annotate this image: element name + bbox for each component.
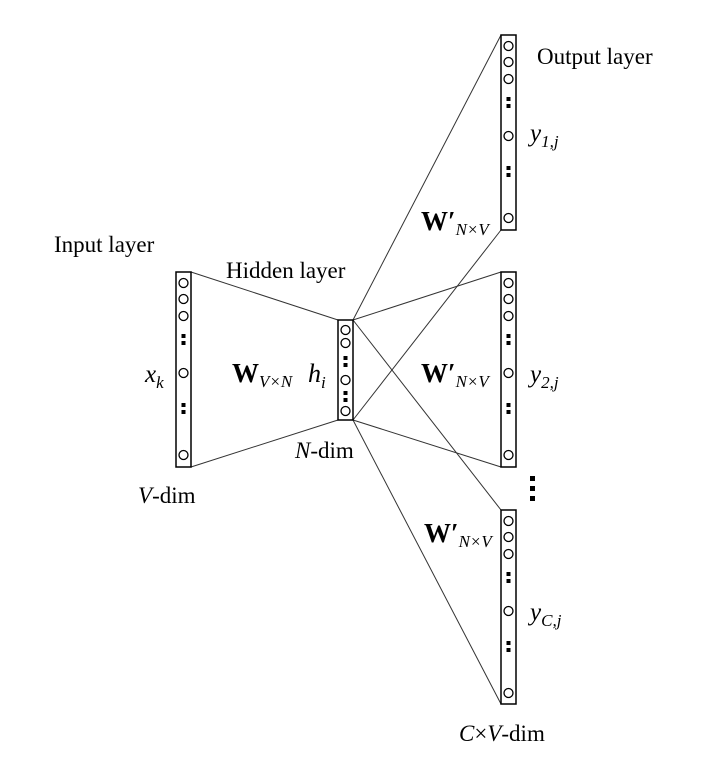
ellipsis-dot bbox=[343, 356, 348, 360]
hidden-to-out2-bottom bbox=[352, 419, 502, 468]
ellipsis-dot bbox=[506, 641, 511, 645]
input-layer-title: Input layer bbox=[54, 232, 155, 257]
output2-weight-label: W′N×V bbox=[421, 358, 491, 391]
hidden-var-label: hi bbox=[308, 359, 326, 392]
input-layer-column bbox=[175, 271, 192, 468]
output2-var-label: y2,j bbox=[527, 361, 559, 392]
input-to-hidden-top bbox=[190, 271, 339, 321]
neuron bbox=[503, 130, 514, 142]
output3-var-label: yC,j bbox=[527, 599, 562, 630]
neuron bbox=[178, 367, 189, 379]
input-var-label: xk bbox=[144, 361, 164, 392]
ellipsis-dot bbox=[506, 166, 511, 170]
output-layer-3-column bbox=[500, 509, 517, 705]
neuron bbox=[503, 367, 514, 379]
ellipsis-dot bbox=[343, 363, 348, 367]
ellipsis-dot bbox=[181, 410, 186, 414]
neuron bbox=[503, 548, 514, 560]
hidden-to-out1-bottom bbox=[352, 229, 502, 421]
neuron bbox=[503, 56, 514, 68]
ellipsis-dot bbox=[506, 579, 511, 583]
neuron bbox=[503, 531, 514, 543]
ellipsis-dot bbox=[506, 97, 511, 101]
input-dim-label: V-dim bbox=[138, 483, 196, 508]
neuron bbox=[503, 310, 514, 322]
output-layer-1-column bbox=[500, 34, 517, 231]
ellipsis-dot bbox=[343, 391, 348, 395]
neuron bbox=[503, 40, 514, 52]
ellipsis-dot bbox=[181, 403, 186, 407]
neuron bbox=[178, 449, 189, 461]
neuron bbox=[178, 293, 189, 305]
neuron bbox=[503, 212, 514, 224]
neuron bbox=[340, 324, 351, 336]
ellipsis-dot bbox=[506, 173, 511, 177]
ellipsis-dot bbox=[506, 104, 511, 108]
hidden-to-out1-top bbox=[352, 34, 502, 321]
neuron bbox=[503, 515, 514, 527]
output3-weight-label: W′N×V bbox=[424, 518, 494, 551]
hidden-to-out3-top bbox=[352, 319, 502, 511]
output-dim-label: C×V-dim bbox=[459, 721, 545, 746]
neuron bbox=[178, 277, 189, 289]
output-layer-title: Output layer bbox=[537, 44, 653, 69]
ellipsis-dot bbox=[506, 334, 511, 338]
input-to-hidden-bottom bbox=[190, 419, 339, 468]
neuron bbox=[340, 337, 351, 349]
ellipsis-dot bbox=[181, 334, 186, 338]
ellipsis-dot bbox=[343, 398, 348, 402]
neuron bbox=[503, 687, 514, 699]
output-layer-2-column bbox=[500, 271, 517, 468]
neuron bbox=[503, 605, 514, 617]
output-ellipsis bbox=[530, 476, 535, 501]
neuron bbox=[340, 405, 351, 417]
hidden-to-out2-top bbox=[352, 271, 502, 321]
neuron bbox=[503, 73, 514, 85]
ellipsis-dot bbox=[506, 403, 511, 407]
ellipsis-dot bbox=[506, 572, 511, 576]
hidden-layer-title: Hidden layer bbox=[226, 258, 346, 283]
ellipsis-dot bbox=[506, 648, 511, 652]
input-weight-label: WV×N bbox=[232, 358, 294, 391]
neuron bbox=[503, 293, 514, 305]
neuron bbox=[340, 374, 351, 386]
ellipsis-dot bbox=[506, 410, 511, 414]
connections bbox=[190, 34, 502, 705]
neuron bbox=[503, 277, 514, 289]
hidden-dim-label: N-dim bbox=[294, 438, 354, 463]
hidden-layer-column bbox=[337, 319, 354, 421]
output1-weight-label: W′N×V bbox=[421, 206, 491, 239]
neuron bbox=[503, 449, 514, 461]
ellipsis-dot bbox=[506, 341, 511, 345]
neuron bbox=[178, 310, 189, 322]
ellipsis-dot bbox=[181, 341, 186, 345]
hidden-to-out3-bottom bbox=[352, 419, 502, 705]
output1-var-label: y1,j bbox=[527, 120, 559, 151]
